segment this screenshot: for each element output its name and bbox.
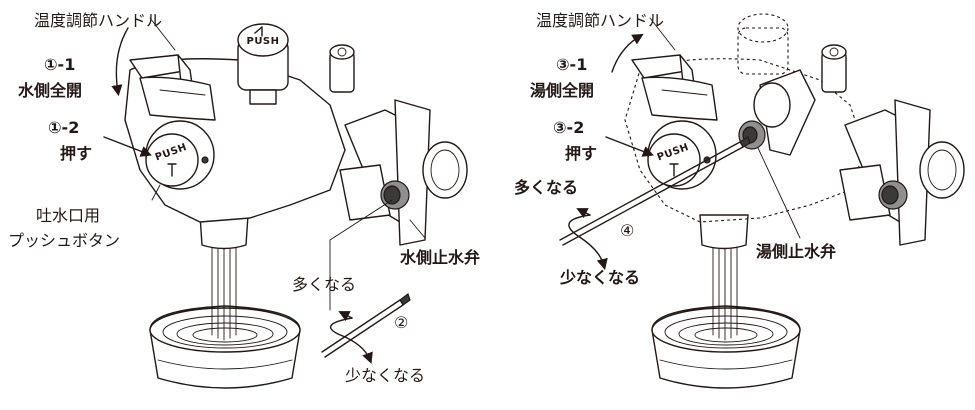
top-push-label: PUSH [246, 36, 279, 47]
left-step-1-1-text: 水側全開 [18, 81, 82, 100]
left-button-label-line1: 吐水口用 [36, 206, 100, 225]
left-spout [199, 214, 249, 250]
right-open-lever [753, 69, 816, 156]
left-top-push-button[interactable]: PUSH [237, 23, 289, 105]
left-basin [149, 305, 301, 389]
right-supply-arm [839, 99, 965, 246]
right-step-3-2-number: ③-2 [553, 118, 584, 137]
left-temperature-handle[interactable] [129, 54, 216, 121]
left-valve-label-leader [409, 219, 426, 239]
left-step-2: ② [394, 313, 408, 332]
right-top-button-ghost [737, 13, 789, 75]
right-hot-valve-label: 湯側止水弁 [756, 242, 836, 261]
right-step-3-1-text: 湯側全開 [530, 81, 594, 100]
right-handle-label: 温度調節ハンドル [536, 11, 664, 30]
left-water-valve-label: 水側止水弁 [400, 248, 480, 267]
left-button-leader [151, 184, 161, 201]
right-front-push-button[interactable]: PUSH [647, 120, 717, 190]
left-screwdriver [321, 293, 411, 358]
left-handle-label: 温度調節ハンドル [34, 11, 162, 30]
left-more-label: 多くなる [292, 275, 356, 294]
left-button-label-line2: プッシュボタン [8, 231, 120, 250]
left-front-push-button[interactable]: PUSH [145, 120, 215, 190]
right-more-label: 多くなる [514, 178, 578, 197]
left-handle-leader [149, 17, 176, 51]
right-basin [651, 305, 801, 389]
right-step-4: ④ [620, 221, 634, 240]
left-less-label: 少なくなる [345, 366, 425, 385]
right-valve-rotate-arrow-start [576, 208, 591, 219]
left-step-1-1-number: ①-1 [44, 55, 75, 74]
left-valve-rotate-arrow-start [338, 311, 353, 322]
right-valve-label-leader [757, 147, 801, 239]
right-faucet-illustration: PUSH [559, 13, 965, 389]
right-screwdriver [559, 136, 751, 246]
left-side-knob[interactable] [329, 44, 355, 93]
right-push-arrow [605, 136, 654, 157]
right-handle-rotate-arrow [611, 33, 644, 73]
right-water-stream [712, 247, 738, 341]
right-less-label: 少なくなる [559, 268, 640, 287]
right-side-knob[interactable] [821, 44, 847, 93]
right-temperature-handle[interactable] [631, 54, 718, 121]
left-step-1-2-number: ①-2 [48, 118, 79, 137]
left-handle-rotate-arrow [111, 27, 129, 97]
left-push-arrow [103, 136, 152, 157]
left-water-stop-valve[interactable] [380, 180, 410, 210]
right-step-3-1-number: ③-1 [556, 55, 587, 74]
left-supply-arm [339, 99, 468, 246]
right-valve-rotate-arrow [568, 214, 608, 271]
left-water-stream [211, 247, 237, 341]
left-step-1-2-text: 押す [60, 144, 92, 163]
right-handle-leader [649, 17, 676, 51]
left-valve-leader-a [329, 199, 393, 241]
right-spout [699, 214, 749, 250]
right-step-3-2-text: 押す [565, 144, 597, 163]
left-faucet-illustration: PUSH PUSH [103, 17, 468, 389]
left-valve-rotate-arrow [329, 317, 373, 364]
